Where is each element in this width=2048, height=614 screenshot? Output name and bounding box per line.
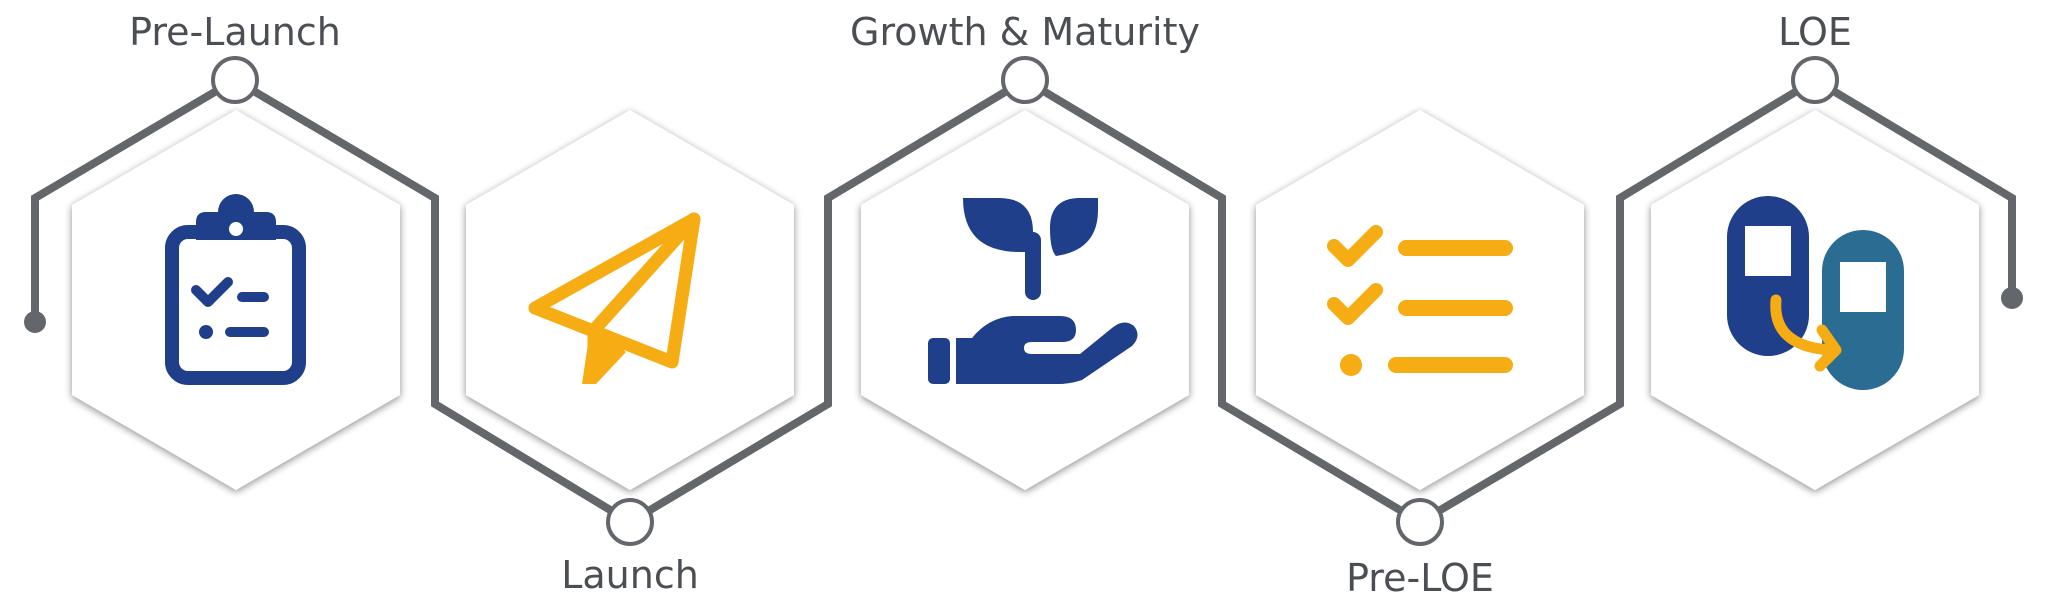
stage-node xyxy=(211,56,259,104)
stage-growth-maturity: Growth & Maturity xyxy=(850,10,1200,490)
stage-label-growth-maturity: Growth & Maturity xyxy=(850,10,1200,54)
hex-card xyxy=(1651,110,1979,490)
stage-node xyxy=(606,498,654,546)
plant-in-hand-icon xyxy=(928,198,1138,384)
hex-card xyxy=(861,110,1189,490)
hex-card xyxy=(72,110,400,490)
capsule-switch-icon xyxy=(1727,196,1904,390)
stage-pre-loe: Pre-LOE xyxy=(1256,110,1584,600)
stage-pre-launch: Pre-Launch xyxy=(72,10,400,490)
hex-card xyxy=(466,110,794,490)
checklist-icon xyxy=(1327,225,1513,376)
stage-node xyxy=(1001,56,1049,104)
stage-launch: Launch xyxy=(466,110,794,597)
stage-node xyxy=(1791,56,1839,104)
stage-node xyxy=(1396,498,1444,546)
paper-plane-icon xyxy=(528,212,701,384)
stage-loe: LOE xyxy=(1651,10,1979,490)
stage-label-pre-loe: Pre-LOE xyxy=(1346,556,1494,600)
clipboard-checklist-icon xyxy=(165,194,306,385)
stage-label-launch: Launch xyxy=(561,553,699,597)
start-dot xyxy=(24,311,46,333)
stage-label-pre-launch: Pre-Launch xyxy=(129,10,341,54)
stage-label-loe: LOE xyxy=(1778,10,1852,54)
end-dot xyxy=(2001,287,2023,309)
